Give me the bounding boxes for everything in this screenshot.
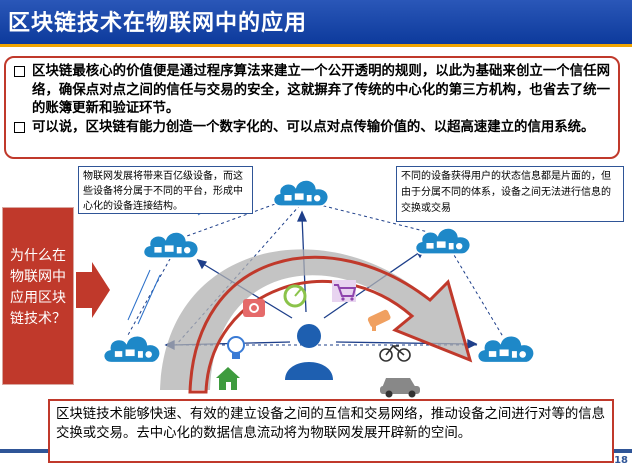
page-number: 18 — [614, 455, 628, 466]
cloud-icon — [142, 231, 200, 260]
car-icon — [380, 378, 420, 398]
cloud-icon — [272, 179, 330, 208]
person-icon — [285, 324, 333, 380]
cloud-icon — [476, 334, 536, 364]
bicycle-icon — [379, 344, 411, 362]
bullet-item: 区块链最核心的价值便是通过程序算法来建立一个公开透明的规则，以此为基础来创立一个… — [14, 62, 610, 118]
note-platform-fragmentation: 物联网发展将带来百亿级设备，而这些设备将分属于不同的平台，形成中心化的设备连接结… — [78, 166, 253, 214]
question-box: 为什么在物联网中应用区块链技术？ — [2, 207, 74, 385]
bullet-item: 可以说，区块链有能力创造一个数字化的、可以点对点传输价值的、以超高速建立的信用系… — [14, 118, 610, 137]
cloud-icon — [414, 227, 472, 256]
checkbox-bullet-icon — [14, 121, 25, 133]
shopping-cart-icon — [332, 280, 357, 302]
question-arrow-icon — [76, 262, 110, 318]
security-camera-icon — [367, 309, 391, 331]
camera-icon — [243, 299, 265, 317]
title-underline — [0, 44, 632, 47]
page-title: 区块链技术在物联网中的应用 — [8, 11, 308, 36]
gauge-icon — [283, 284, 307, 308]
bullet-text: 区块链最核心的价值便是通过程序算法来建立一个公开透明的规则，以此为基础来创立一个… — [32, 63, 610, 116]
title-bar: 区块链技术在物联网中的应用 — [0, 0, 632, 44]
conclusion-box: 区块链技术能够快速、有效的建立设备之间的互信和交易网络，推动设备之间进行对等的信… — [48, 399, 614, 463]
key-points-box: 区块链最核心的价值便是通过程序算法来建立一个公开透明的规则，以此为基础来创立一个… — [4, 56, 620, 159]
note-information-silos: 不同的设备获得用户的状态信息都是片面的，但由于分属不同的体系，设备之间无法进行信… — [396, 166, 624, 222]
bullet-text: 可以说，区块链有能力创造一个数字化的、可以点对点传输价值的、以超高速建立的信用系… — [32, 118, 595, 135]
bulb-icon — [227, 336, 245, 359]
checkbox-bullet-icon — [14, 66, 25, 77]
question-text: 为什么在物联网中应用区块链技术？ — [10, 248, 66, 327]
house-icon — [216, 367, 240, 390]
cloud-icon — [102, 334, 162, 364]
